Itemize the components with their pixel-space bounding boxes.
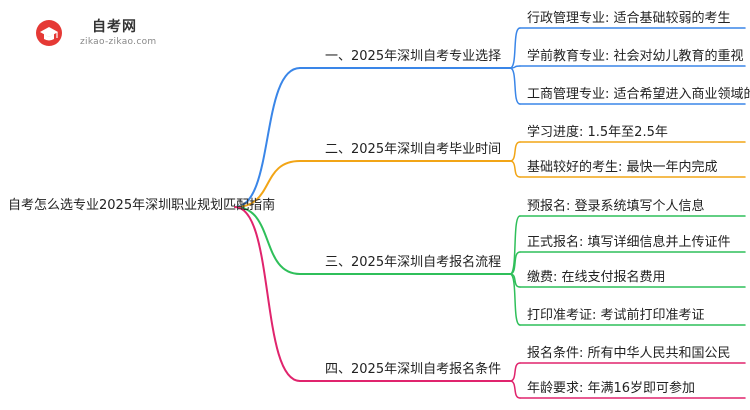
site-logo[interactable]: 自考网 zikao-zikao.com — [34, 14, 234, 54]
branch-connector-2 — [234, 160, 301, 208]
leaf-topic-3-4: 打印准考证: 考试前打印准考证 — [527, 308, 705, 323]
leaf-connector-4-2 — [509, 380, 521, 399]
logo-title: 自考网 — [92, 19, 137, 35]
branch-topic-3: 三、2025年深圳自考报名流程 — [325, 255, 502, 270]
branch-connector-3 — [234, 206, 301, 275]
branch-topic-1: 一、2025年深圳自考专业选择 — [325, 49, 502, 64]
leaf-topic-1-3: 工商管理专业: 适合希望进入商业领域的考生 — [527, 87, 750, 102]
leaf-topic-4-1: 报名条件: 所有中华人民共和国公民 — [527, 346, 731, 361]
root-topic: 自考怎么选专业2025年深圳职业规划匹配指南 — [8, 198, 276, 213]
leaf-connector-3-4 — [509, 273, 521, 326]
leaf-topic-3-1: 预报名: 登录系统填写个人信息 — [527, 199, 705, 214]
branch-connector-4 — [234, 206, 301, 382]
leaf-connector-1-3 — [509, 67, 521, 105]
leaf-connector-2-1 — [509, 141, 521, 162]
leaf-topic-1-1: 行政管理专业: 适合基础较弱的考生 — [527, 11, 731, 26]
leaf-topic-3-3: 缴费: 在线支付报名费用 — [527, 270, 666, 285]
logo-url: zikao-zikao.com — [80, 37, 157, 47]
leaf-topic-1-2: 学前教育专业: 社会对幼儿教育的重视 — [527, 49, 744, 64]
branch-topic-2: 二、2025年深圳自考毕业时间 — [325, 142, 502, 157]
leaf-topic-2-1: 学习进度: 1.5年至2.5年 — [527, 125, 668, 140]
leaf-topic-2-2: 基础较好的考生: 最快一年内完成 — [527, 160, 718, 175]
leaf-connector-4-1 — [509, 362, 521, 382]
leaf-connector-1-1 — [509, 27, 521, 69]
branch-topic-4: 四、2025年深圳自考报名条件 — [325, 362, 502, 377]
leaf-connector-3-2 — [509, 251, 521, 275]
branch-connector-1 — [234, 67, 301, 208]
leaf-topic-3-2: 正式报名: 填写详细信息并上传证件 — [527, 235, 731, 250]
leaf-connector-2-2 — [509, 160, 521, 178]
leaf-topic-4-2: 年龄要求: 年满16岁即可参加 — [527, 381, 696, 396]
graduation-cap-icon — [36, 20, 62, 46]
